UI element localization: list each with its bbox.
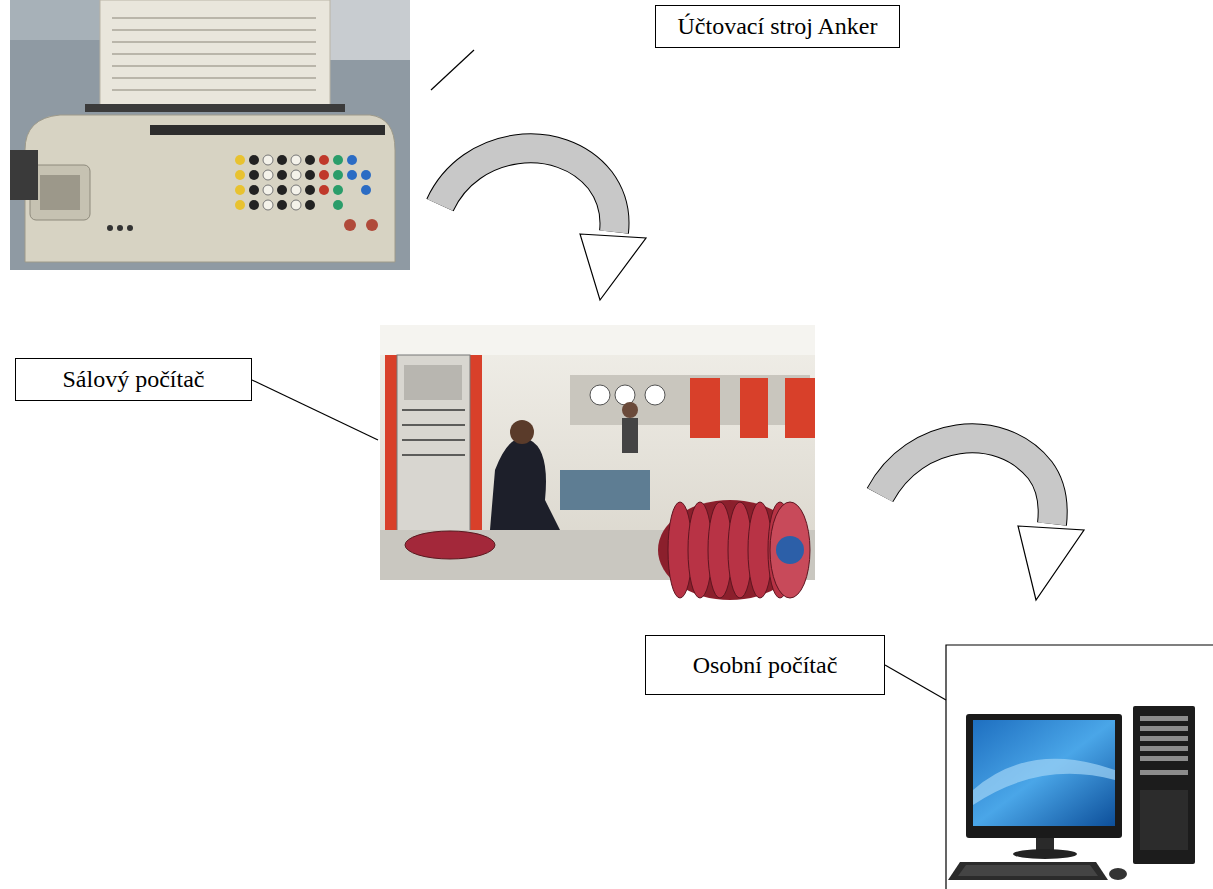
label-text: Osobní počítač [693, 651, 838, 680]
label-text: Účtovací stroj Anker [678, 12, 878, 41]
label-text: Sálový počítač [63, 365, 205, 394]
leader-lines [252, 50, 946, 700]
personal-computer-picture [948, 706, 1195, 880]
label-box: Osobní počítač [645, 635, 885, 695]
curved-arrow [440, 148, 646, 300]
curved-arrow [880, 438, 1084, 600]
leader-line [885, 665, 946, 700]
personal-computer-frame [946, 645, 1213, 889]
label-box: Účtovací stroj Anker [655, 5, 900, 48]
key-grid [235, 155, 371, 210]
leader-line [252, 380, 378, 440]
accounting-machine-photo [10, 0, 410, 270]
mainframe-photo [380, 325, 815, 600]
label-box: Sálový počítač [15, 358, 252, 401]
leader-line [431, 50, 474, 90]
tape-reels [658, 500, 810, 600]
